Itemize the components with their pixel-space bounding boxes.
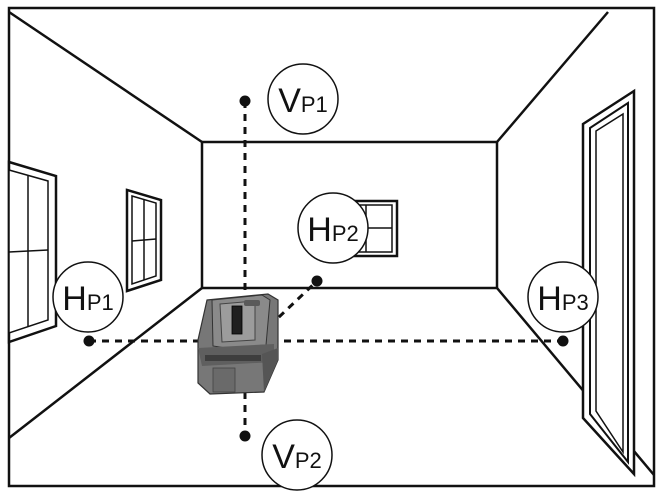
label-hp3: HP3 xyxy=(527,261,599,333)
label-vp2-main: V xyxy=(272,438,295,476)
label-vp1-main: V xyxy=(278,82,301,120)
svg-text:HP3: HP3 xyxy=(537,280,588,318)
laser-level-device xyxy=(197,293,279,395)
label-hp3-main: H xyxy=(537,280,562,318)
label-vp1-circle xyxy=(267,63,339,135)
point-hp1-dot xyxy=(83,335,95,347)
floor-edge-left xyxy=(8,287,203,439)
label-hp3-circle xyxy=(527,261,599,333)
laser-points xyxy=(83,95,569,442)
left-wall-small-window xyxy=(125,188,163,293)
label-hp2-main: H xyxy=(307,211,332,249)
label-hp2: HP2 xyxy=(297,192,369,264)
left-wall-large-window xyxy=(7,160,58,344)
svg-text:HP2: HP2 xyxy=(307,211,358,249)
label-vp2: VP2 xyxy=(261,419,333,491)
label-vp1: VP1 xyxy=(267,63,339,135)
svg-text:HP1: HP1 xyxy=(62,280,113,318)
label-hp3-sub: P3 xyxy=(562,290,589,315)
point-hp3-dot xyxy=(557,335,569,347)
point-vp2-dot xyxy=(239,430,251,442)
label-hp1-circle xyxy=(52,261,124,333)
svg-text:VP1: VP1 xyxy=(278,82,328,120)
back-wall xyxy=(200,140,499,290)
label-vp2-circle xyxy=(261,419,333,491)
right-wall-door xyxy=(581,88,636,478)
label-vp1-sub: P1 xyxy=(301,92,328,117)
label-hp2-circle xyxy=(297,192,369,264)
label-hp1: HP1 xyxy=(52,261,124,333)
label-hp2-sub: P2 xyxy=(332,221,359,246)
ceiling-edge-right xyxy=(496,11,609,143)
svg-text:VP2: VP2 xyxy=(272,438,322,476)
room-edges xyxy=(8,10,655,476)
label-hp1-sub: P1 xyxy=(87,290,114,315)
point-vp1-dot xyxy=(239,95,251,107)
point-hp2-dot xyxy=(311,275,323,287)
label-vp2-sub: P2 xyxy=(295,448,322,473)
ceiling-edge-left xyxy=(8,10,203,144)
label-hp1-main: H xyxy=(62,280,87,318)
